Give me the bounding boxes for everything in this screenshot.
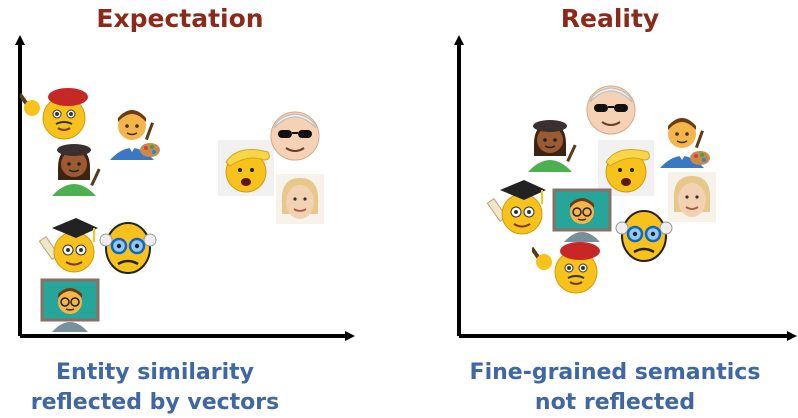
- male-artist-icon: [110, 110, 160, 160]
- female-artist-icon: [52, 144, 101, 196]
- female-artist-icon: [528, 120, 577, 172]
- biden-face-icon: [586, 85, 636, 135]
- right-caption: Fine-grained semantics not reflected: [440, 358, 790, 418]
- right-axes: [454, 35, 797, 341]
- scientist-emoji-icon: [615, 210, 673, 262]
- left-caption-line1: Entity similarity: [56, 360, 254, 385]
- trump-face-icon: [218, 140, 274, 196]
- left-caption: Entity similarity reflected by vectors: [0, 358, 310, 418]
- male-teacher-icon: [40, 278, 100, 332]
- left-axes: [15, 35, 355, 341]
- right-caption-line2: not reflected: [534, 390, 696, 415]
- artist-emoji-icon: [20, 88, 88, 140]
- graduate-emoji-icon: [486, 180, 546, 235]
- clinton-face-icon: [668, 172, 716, 222]
- male-artist-icon: [660, 118, 710, 168]
- biden-face-icon: [270, 111, 320, 161]
- graduate-emoji-icon: [38, 218, 98, 273]
- clinton-face-icon: [276, 174, 324, 224]
- right-caption-line1: Fine-grained semantics: [469, 360, 761, 385]
- left-title: Expectation: [96, 4, 264, 33]
- scientist-emoji-icon: [99, 222, 157, 274]
- left-caption-line2: reflected by vectors: [30, 390, 280, 415]
- artist-emoji-icon: [532, 242, 600, 294]
- trump-face-icon: [598, 140, 654, 196]
- male-teacher-icon: [552, 188, 612, 242]
- right-title: Reality: [560, 4, 660, 33]
